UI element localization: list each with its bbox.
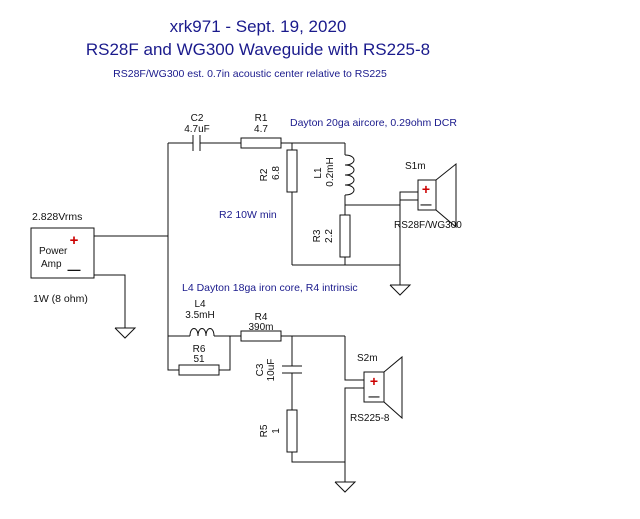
s2m-plus-icon: + (370, 373, 378, 389)
r6-name-label: R6 (193, 344, 206, 355)
resistor-r2 (286, 149, 298, 193)
wire-woofer-positive (344, 336, 364, 381)
resistor-r5 (286, 409, 298, 453)
r5-value-label: 1 (271, 428, 282, 434)
l1-name-label: L1 (313, 167, 324, 179)
inductor-l4 (189, 328, 215, 337)
r1-value-label: 4.7 (254, 124, 268, 135)
wire-r6-left (167, 336, 179, 371)
source-power-label: 1W (8 ohm) (33, 293, 88, 305)
page-subtitle: RS28F and WG300 Waveguide with RS225-8 (86, 40, 430, 59)
s1m-ref-label: S1m (405, 161, 426, 172)
power-amp-label-line1: Power (39, 246, 68, 257)
resistor-r3 (339, 214, 351, 258)
ground-symbol-amp (114, 326, 137, 339)
l4-value-label: 3.5mH (185, 310, 214, 321)
wire-tweeter-negative (399, 199, 418, 285)
r4-value-label: 390m (248, 322, 273, 333)
s1m-plus-icon: + (422, 181, 430, 197)
s2m-ref-label: S2m (357, 353, 378, 364)
amp-negative-wire (94, 274, 126, 326)
power-amp-label-line2: Amp (41, 259, 62, 270)
source-voltage-label: 2.828Vrms (32, 211, 82, 223)
page-title: xrk971 - Sept. 19, 2020 (170, 17, 347, 36)
s2m-minus-icon: — (369, 391, 380, 403)
wire-woofer-negative (344, 387, 364, 482)
r1-name-label: R1 (255, 113, 268, 124)
speaker-s2m-icon (363, 355, 403, 420)
woofer-inductor-note: L4 Dayton 18ga iron core, R4 intrinsic (182, 282, 358, 294)
r5-name-label: R5 (259, 424, 270, 437)
c2-value-label: 4.7uF (184, 124, 210, 135)
wire-r5-to-ground (291, 452, 345, 463)
r3-value-label: 2.2 (324, 229, 335, 243)
r3-name-label: R3 (312, 229, 323, 242)
resistor-r1 (240, 137, 282, 149)
ground-symbol-woofer (334, 481, 357, 493)
speaker-s1m-icon (417, 162, 457, 229)
wire-tweeter-positive (345, 191, 418, 206)
r2-power-note: R2 10W min (219, 209, 277, 221)
tweeter-inductor-note: Dayton 20ga aircore, 0.29ohm DCR (290, 117, 457, 129)
c2-name-label: C2 (191, 113, 204, 124)
r4-name-label: R4 (255, 312, 268, 323)
inductor-l1 (344, 154, 355, 196)
power-amp-minus-icon: — (68, 262, 81, 277)
r2-name-label: R2 (259, 168, 270, 181)
s1m-name-label: RS28F/WG300 (394, 220, 462, 231)
ground-symbol-tweeter (389, 284, 412, 296)
r2-value-label: 6.8 (271, 166, 282, 180)
l4-name-label: L4 (194, 299, 206, 310)
power-amp-block (30, 227, 95, 279)
s1m-minus-icon: — (421, 199, 432, 211)
page-note: RS28F/WG300 est. 0.7in acoustic center r… (113, 68, 387, 80)
wire-r6-right (219, 336, 231, 371)
l1-value-label: 0.2mH (325, 157, 336, 186)
resistor-r6 (178, 364, 220, 376)
power-amp-plus-icon: + (70, 232, 79, 249)
s2m-name-label: RS225-8 (350, 413, 390, 424)
capacitor-c2 (192, 135, 201, 151)
c3-name-label: C3 (255, 363, 266, 376)
c3-value-label: 10uF (266, 359, 277, 382)
r6-value-label: 51 (193, 354, 205, 365)
